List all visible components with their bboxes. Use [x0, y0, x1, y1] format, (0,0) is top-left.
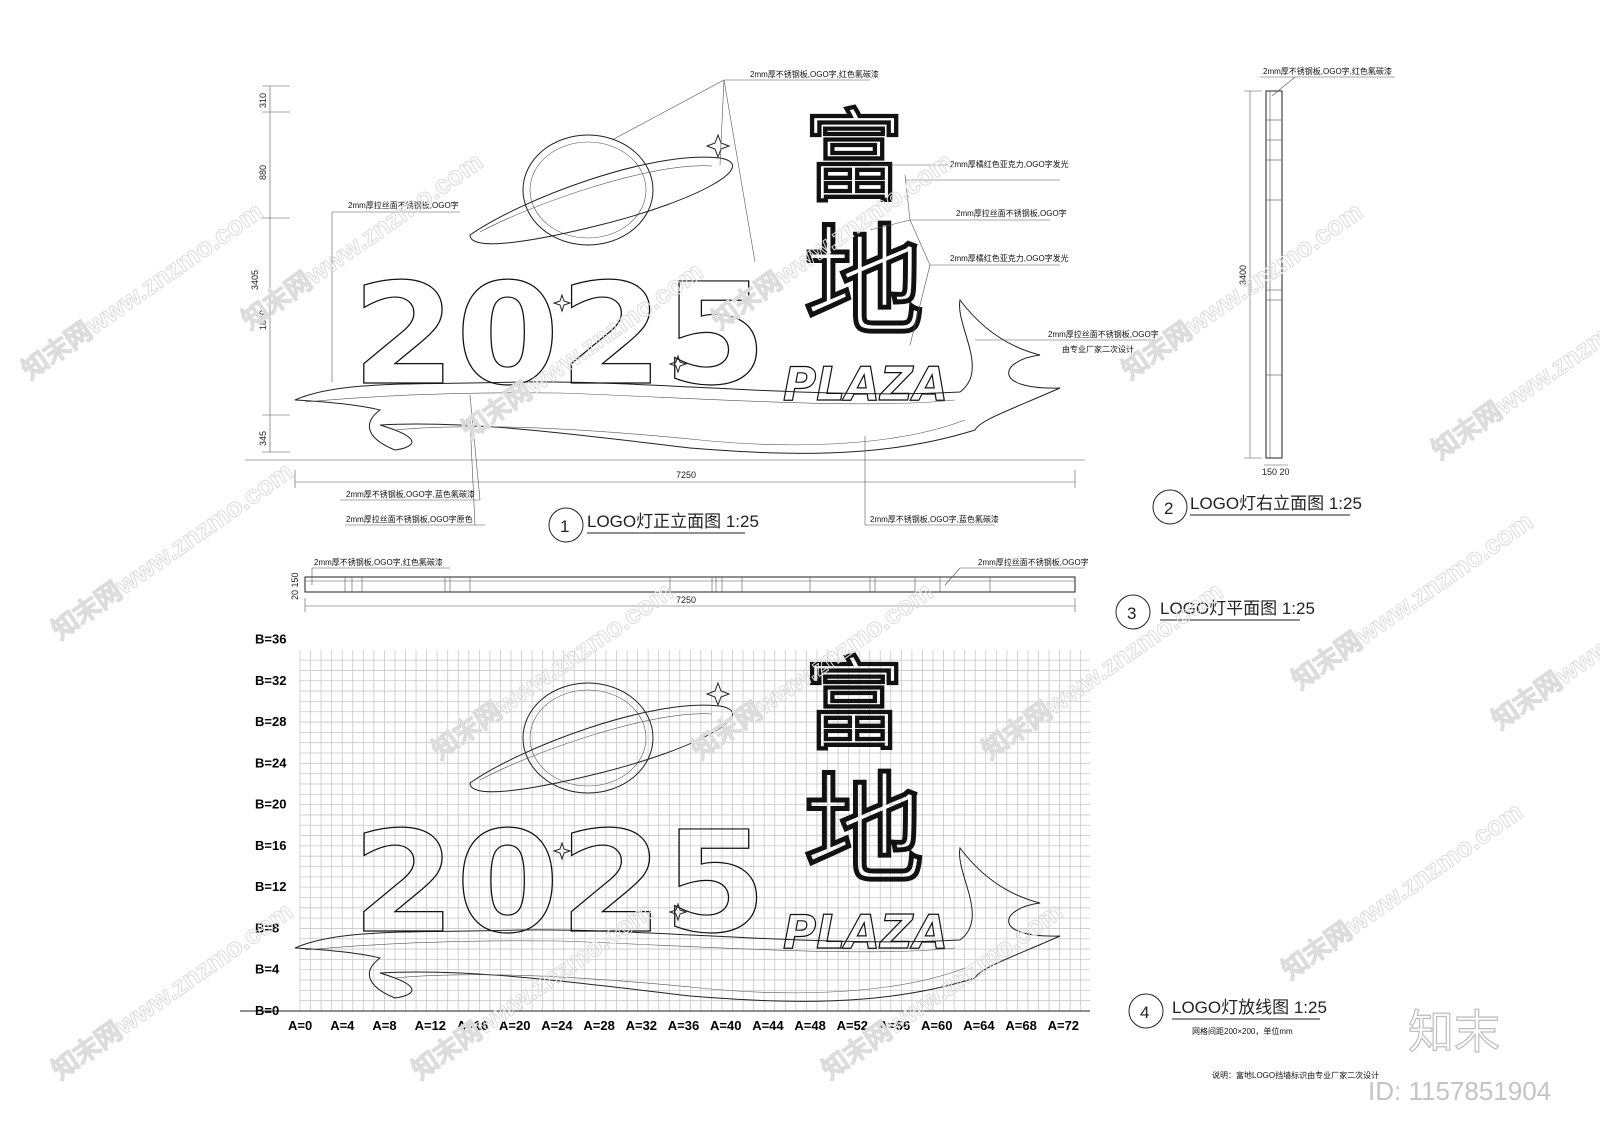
watermark-text: 知末网www.znzmo.com — [1276, 796, 1528, 985]
grid-row-label: B=36 — [255, 631, 286, 646]
watermark-text: 知末网www.znzmo.com — [46, 456, 298, 645]
dim-7250-plan: 7250 — [676, 595, 696, 605]
grid-row-label: B=20 — [255, 797, 286, 812]
grid-col-label: A=28 — [583, 1018, 614, 1033]
grid-row-label: B=28 — [255, 714, 286, 729]
grid-logo-digits: 2025 — [352, 802, 767, 965]
note-front-b2: 2mm厚拉丝面不锈钢板,OGO字原色 — [346, 514, 473, 524]
note-front-top: 2mm厚不锈钢板,OGO字,红色氟碳漆 — [750, 69, 879, 79]
grid-col-label: A=52 — [837, 1018, 868, 1033]
title-2-number: 2 — [1164, 499, 1173, 518]
dim-side-width: 150 20 — [1262, 467, 1290, 477]
watermark-text: 知末网www.znzmo.com — [16, 196, 268, 385]
title-4-number: 4 — [1140, 1003, 1149, 1022]
image-id: ID: 1157851904 — [1368, 1076, 1551, 1106]
grid-layout-view: 2025 富 地 PLAZA B=0 B=4 B=8 B=12 B=16 B=20 B=24… — [240, 631, 1379, 1080]
watermark-text: 知末网www.znzmo.com — [1426, 276, 1600, 465]
dim-345: 345 — [258, 431, 268, 446]
watermark-text: 知末网www.znzmo.com — [1286, 506, 1538, 695]
grid-col-label: A=24 — [541, 1018, 573, 1033]
grid-col-label: A=12 — [415, 1018, 446, 1033]
grid-row-label: B=12 — [255, 879, 286, 894]
grid-col-label: A=44 — [752, 1018, 784, 1033]
watermark-text: 知末网www.znzmo.com — [1116, 196, 1368, 385]
dim-1870: 1870 — [258, 310, 268, 330]
grid-row-label: B=4 — [255, 962, 280, 977]
plan-view: 7250 20 150 2mm厚不锈钢板,OGO字,红色氟碳漆 2mm厚拉丝面不… — [290, 557, 1315, 630]
logo-cn-fu: 富 — [804, 99, 904, 216]
watermark-text: 知末网www.znzmo.com — [1486, 546, 1600, 735]
grid-col-label: A=56 — [879, 1018, 910, 1033]
side-elevation: 3400 150 20 2mm厚不锈钢板,OGO字,红色氟碳漆 2 LOGO灯右… — [1152, 66, 1395, 525]
grid-row-label: B=8 — [255, 920, 279, 935]
note-front-left: 2mm厚拉丝面不锈钢板,OGO字 — [348, 200, 459, 210]
grid-col-label: A=0 — [288, 1018, 312, 1033]
dim-7250-front: 7250 — [676, 470, 696, 480]
title-2: LOGO灯右立面图 1:25 — [1190, 494, 1362, 513]
note-side-top: 2mm厚不锈钢板,OGO字,红色氟碳漆 — [1263, 66, 1392, 76]
note-front-r1: 2mm厚橘红色亚克力,OGO字发光 — [950, 159, 1069, 169]
grid-col-label: A=60 — [921, 1018, 952, 1033]
dim-880: 880 — [258, 165, 268, 180]
grid-col-label: A=32 — [626, 1018, 657, 1033]
grid-row-label: B=24 — [255, 755, 287, 770]
grid-col-label: A=68 — [1005, 1018, 1036, 1033]
front-elevation: 2025 富 地 PLAZA 310 880 3405 1870 345 725… — [245, 69, 1159, 543]
note-front-b1: 2mm厚不锈钢板,OGO字,蓝色氟碳漆 — [346, 489, 475, 499]
grid-logo-plaza: PLAZA — [783, 905, 948, 959]
grid-col-label: A=72 — [1048, 1018, 1079, 1033]
grid-logo-cn-fu: 富 — [804, 647, 904, 764]
title-1: LOGO灯正立面图 1:25 — [587, 512, 759, 531]
grid-col-label: A=8 — [372, 1018, 396, 1033]
note-front-r2: 2mm厚拉丝面不锈钢板,OGO字 — [956, 208, 1067, 218]
logo-digits: 2025 — [352, 254, 767, 417]
grid-col-label: A=16 — [457, 1018, 488, 1033]
note-plan-left: 2mm厚不锈钢板,OGO字,红色氟碳漆 — [314, 557, 443, 567]
note-front-b3: 2mm厚不锈钢板,OGO字,蓝色氟碳漆 — [870, 514, 999, 524]
dim-3405: 3405 — [250, 270, 260, 290]
dim-plan-height: 20 150 — [290, 572, 300, 600]
grid-logo-cn-di: 地 — [804, 762, 924, 901]
grid-row-label: B=32 — [255, 673, 286, 688]
title-3: LOGO灯平面图 1:25 — [1160, 599, 1315, 618]
title-1-number: 1 — [560, 517, 569, 536]
grid-col-label: A=36 — [668, 1018, 699, 1033]
dim-side-height: 3400 — [1238, 265, 1248, 285]
logo-plaza: PLAZA — [783, 357, 948, 411]
note-front-r4: 2mm厚拉丝面不锈钢板,OGO字 — [1048, 329, 1159, 339]
dim-310: 310 — [258, 93, 268, 108]
note-front-r4b: 由专业厂家二次设计 — [1062, 344, 1134, 354]
watermark-text: 知末网www.znzmo.com — [46, 896, 298, 1085]
brand-watermark: 知末 — [1408, 1005, 1500, 1059]
note-front-r3: 2mm厚橘红色亚克力,OGO字发光 — [950, 253, 1069, 263]
grid-col-label: A=20 — [499, 1018, 530, 1033]
grid-col-label: A=4 — [330, 1018, 355, 1033]
note-plan-right: 2mm厚拉丝面不锈钢板,OGO字 — [978, 557, 1089, 567]
grid-spacing-note: 网格间距200×200，单位mm — [1192, 1026, 1293, 1036]
grid-col-label: A=64 — [963, 1018, 995, 1033]
grid-row-label: B=16 — [255, 838, 286, 853]
grid-row-label: B=0 — [255, 1003, 279, 1018]
grid-col-label: A=40 — [710, 1018, 741, 1033]
title-4: LOGO灯放线图 1:25 — [1172, 998, 1327, 1017]
logo-cn-di: 地 — [804, 214, 924, 353]
grid-col-label: A=48 — [794, 1018, 825, 1033]
design-note: 说明：富地LOGO挡墙标识由专业厂家二次设计 — [1212, 1070, 1379, 1080]
title-3-number: 3 — [1127, 604, 1136, 623]
